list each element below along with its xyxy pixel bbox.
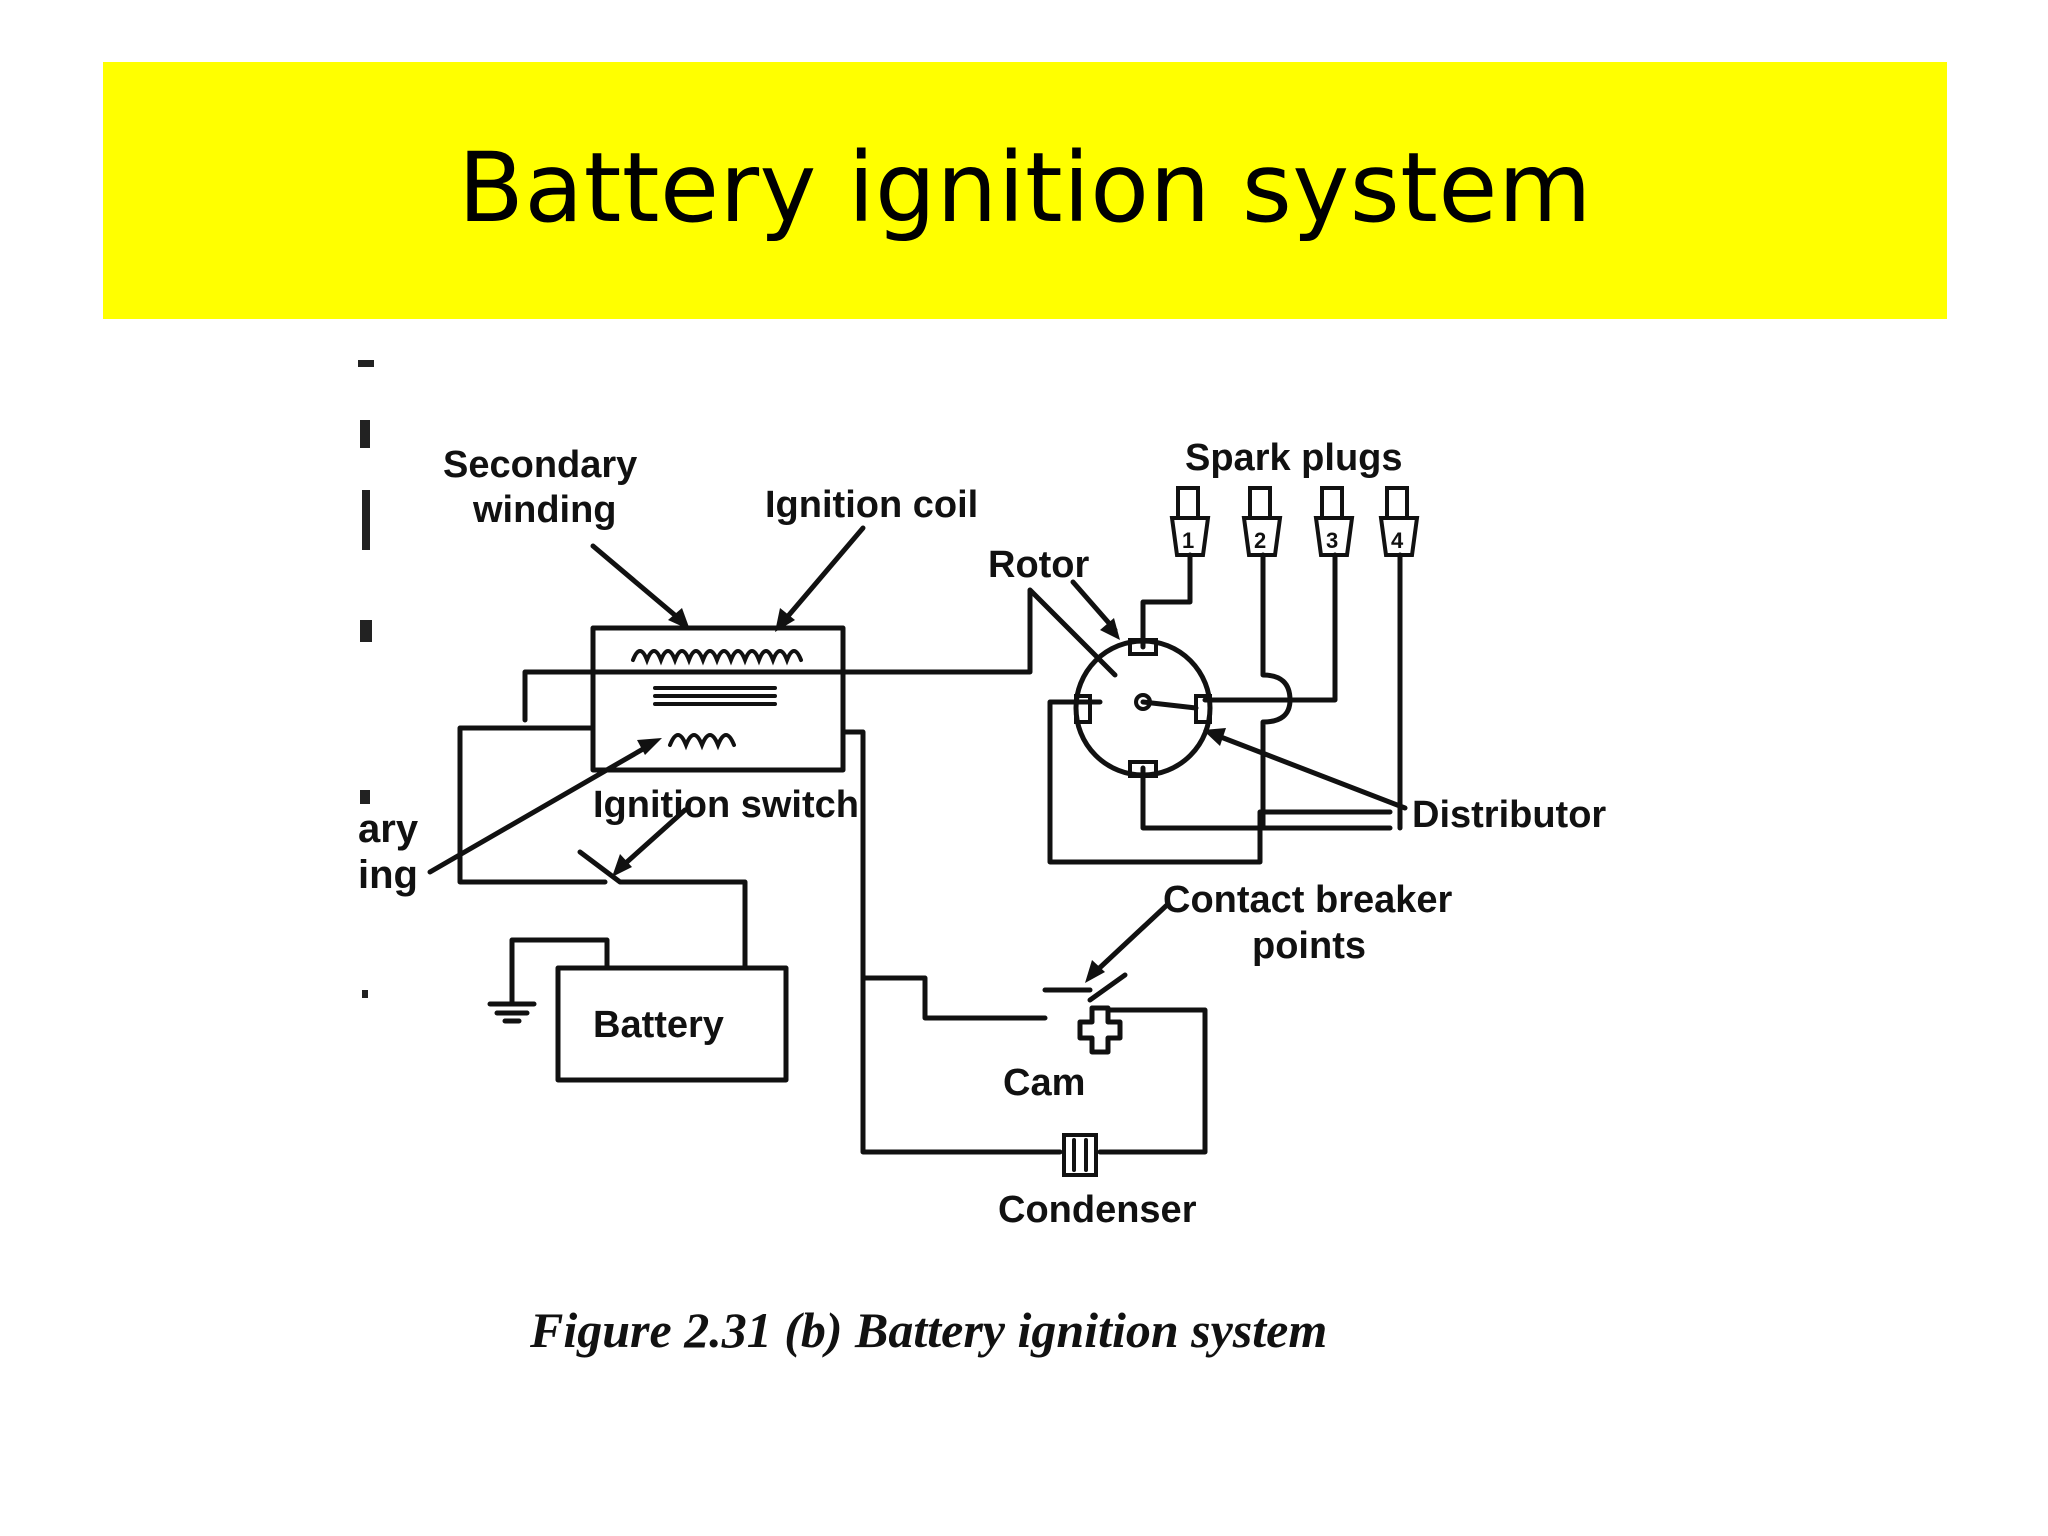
label-battery: Battery (593, 1004, 724, 1046)
contact-breaker (1042, 972, 1128, 1055)
label-cam: Cam (1003, 1062, 1085, 1104)
label-rotor: Rotor (988, 544, 1090, 586)
label-ignition-switch: Ignition switch (593, 784, 859, 826)
battery (487, 937, 789, 1083)
label-condenser: Condenser (998, 1189, 1197, 1231)
scan-edge-marks (358, 360, 374, 998)
wiring (457, 552, 1403, 1155)
pointer-arrows (427, 525, 1408, 983)
slide-title: Battery ignition system (458, 131, 1592, 244)
plug-number-2: 2 (1254, 528, 1266, 553)
cam (1077, 1005, 1123, 1055)
figure-caption: Figure 2.31 (b) Battery ignition system (529, 1302, 1327, 1358)
secondary-winding (631, 649, 803, 666)
plug-number-3: 3 (1326, 528, 1338, 553)
plug-number-4: 4 (1391, 528, 1404, 553)
label-distributor: Distributor (1412, 794, 1606, 836)
spark-plug-1 (1169, 486, 1211, 557)
condenser (1062, 1133, 1098, 1177)
plug-number-1: 1 (1182, 528, 1194, 553)
label-cropped-fragment-1: ary (358, 807, 419, 851)
label-secondary-line1: Secondary (443, 444, 637, 486)
spark-plug-4 (1378, 486, 1420, 557)
label-contact-breaker-line1: Contact breaker (1163, 879, 1453, 921)
spark-plug-3 (1313, 486, 1355, 557)
label-cropped-fragment-2: ing (358, 853, 418, 897)
title-banner: Battery ignition system (103, 62, 1947, 319)
spark-plug-2 (1241, 486, 1283, 557)
label-secondary-line2: winding (472, 489, 617, 531)
label-contact-breaker-line2: points (1252, 925, 1366, 967)
distributor (1073, 638, 1213, 778)
spark-plugs: 1 2 3 4 (1169, 486, 1420, 557)
ignition-coil (590, 625, 846, 773)
label-ignition-coil: Ignition coil (765, 484, 978, 526)
label-spark-plugs: Spark plugs (1185, 437, 1403, 479)
primary-winding (668, 733, 736, 751)
